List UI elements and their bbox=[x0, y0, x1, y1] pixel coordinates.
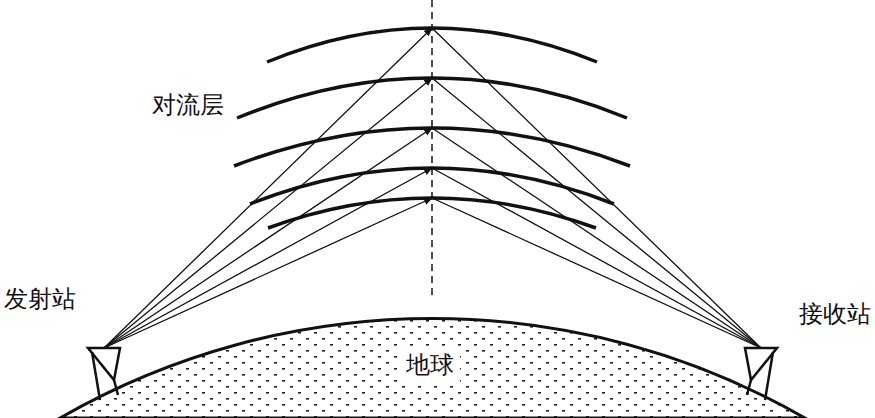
transmit-station bbox=[88, 348, 120, 400]
layer-arc bbox=[268, 198, 596, 228]
layer-label: 对流层 bbox=[152, 92, 224, 120]
scattered-ray bbox=[432, 28, 761, 348]
earth-surface bbox=[60, 318, 805, 418]
incident-ray bbox=[104, 28, 432, 348]
center-axis bbox=[431, 0, 433, 295]
incident-ray bbox=[104, 198, 432, 348]
incident-ray bbox=[104, 128, 432, 348]
layer-arc bbox=[237, 78, 627, 118]
earth-label: 地球 bbox=[400, 350, 460, 382]
scattered-ray bbox=[432, 198, 761, 348]
scattered-ray bbox=[432, 128, 761, 348]
station-label: 发射站 bbox=[4, 286, 76, 314]
incident-ray bbox=[104, 168, 432, 348]
layer-arc bbox=[234, 128, 630, 166]
incident-ray bbox=[104, 78, 432, 348]
scattered-ray bbox=[432, 168, 761, 348]
receive-station bbox=[745, 348, 777, 400]
station-label: 接收站 bbox=[799, 301, 871, 329]
layer-arc bbox=[267, 28, 597, 62]
scatter-rays bbox=[104, 28, 761, 348]
scattered-ray bbox=[432, 78, 761, 348]
